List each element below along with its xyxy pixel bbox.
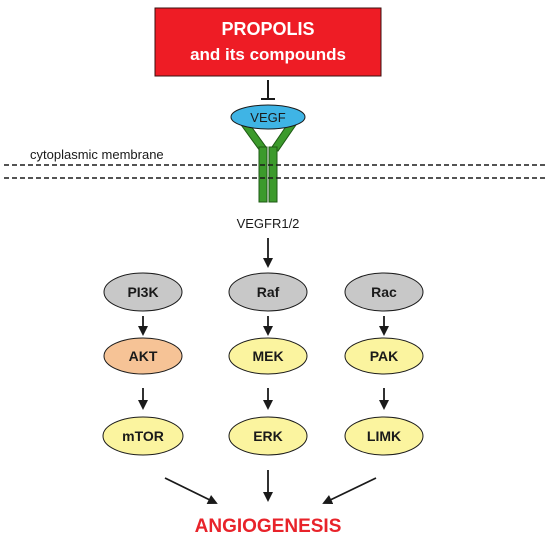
node-raf-label: Raf [257, 284, 280, 300]
node-pak-label: PAK [370, 348, 399, 364]
vegf-label: VEGF [250, 110, 285, 125]
node-akt [103, 337, 183, 375]
node-mek-label: MEK [252, 348, 283, 364]
node-mtor-label: mTOR [122, 428, 164, 444]
node-mek [228, 337, 308, 375]
node-raf [228, 272, 308, 312]
vegf-receptor [238, 121, 299, 203]
inhibition-symbol [261, 80, 275, 100]
pathway-pi3k: PI3K AKT mTOR [102, 272, 184, 456]
propolis-box: PROPOLIS and its compounds [154, 7, 382, 77]
propolis-subtitle: and its compounds [190, 45, 346, 64]
node-limk [344, 416, 424, 456]
cytoplasmic-membrane: cytoplasmic membrane [4, 147, 548, 179]
vegf-ligand: VEGF [230, 104, 306, 130]
node-limk-label: LIMK [367, 428, 401, 444]
node-erk [228, 416, 308, 456]
node-pak [344, 337, 424, 375]
node-pi3k [103, 272, 183, 312]
pathway-raf: Raf MEK ERK [228, 272, 308, 456]
node-akt-label: AKT [129, 348, 158, 364]
node-rac-label: Rac [371, 284, 397, 300]
propolis-title: PROPOLIS [221, 19, 314, 39]
arrow-mtor-to-angiogenesis [164, 477, 218, 504]
receptor-label: VEGFR1/2 [237, 216, 300, 231]
pathway-rac: Rac PAK LIMK [344, 272, 424, 456]
propolis-box-background [154, 7, 382, 77]
node-rac [344, 272, 424, 312]
node-mtor [102, 416, 184, 456]
arrow-limk-to-angiogenesis [322, 477, 377, 505]
angiogenesis-label: ANGIOGENESIS [195, 516, 342, 537]
membrane-label: cytoplasmic membrane [30, 147, 164, 162]
node-pi3k-label: PI3K [127, 284, 158, 300]
node-erk-label: ERK [253, 428, 283, 444]
